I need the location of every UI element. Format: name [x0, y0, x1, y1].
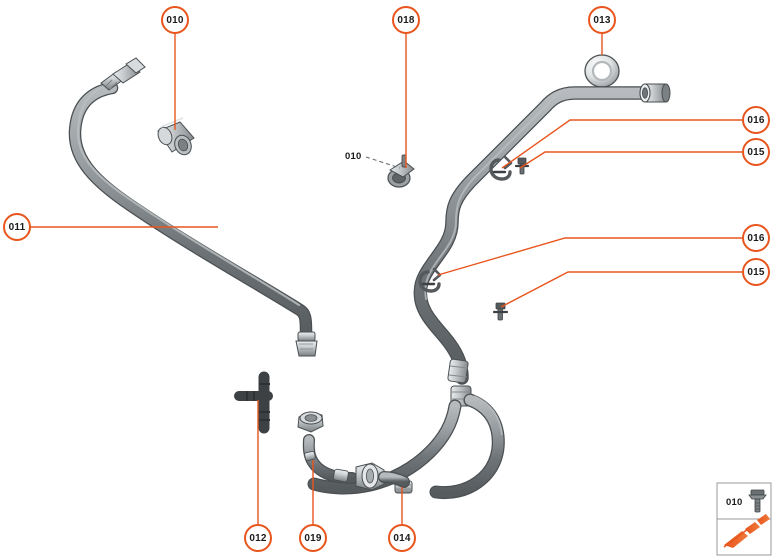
callout-label: 012	[249, 533, 267, 544]
dashed-leader-010	[365, 156, 401, 169]
callout-016-lower[interactable]: 016	[742, 224, 770, 252]
callout-016-upper[interactable]: 016	[742, 106, 770, 134]
part-011-coolant-hose-upper	[68, 57, 318, 357]
callout-011[interactable]: 011	[3, 213, 31, 241]
plain-text-labels: 010	[345, 151, 361, 162]
callout-bubble-ring	[3, 213, 31, 241]
orange-arrow-icon	[723, 514, 770, 548]
callout-label: 016	[747, 233, 765, 244]
part-015-hex-bolt-lower	[492, 302, 509, 321]
callout-bubble-ring	[588, 6, 616, 34]
callout-bubble-ring	[742, 224, 770, 252]
legend-label-bolt: 010	[726, 497, 742, 508]
callout-bubbles: 010 018 013 011 016 015 016 015 012 019 014	[3, 6, 770, 552]
dashed-leader-lines	[365, 156, 401, 169]
part-014-inline-coupler-upper	[447, 358, 469, 384]
part-016-hose-clip-upper	[489, 155, 513, 181]
leader-line-015	[500, 271, 743, 308]
callout-label: 015	[747, 267, 765, 278]
part-013-sealing-ring	[584, 54, 620, 88]
part-018-pipe-clamp	[387, 154, 415, 188]
callout-bubble-ring	[742, 138, 770, 166]
callout-015-upper[interactable]: 015	[742, 138, 770, 166]
callout-bubble-ring	[388, 524, 416, 552]
part-019-union-nut	[297, 411, 324, 433]
part-014-lower-hose-assembly	[307, 83, 671, 500]
part-011-hose-nut	[100, 57, 146, 91]
callout-014[interactable]: 014	[388, 524, 416, 552]
callout-label: 011	[9, 222, 26, 233]
callout-label: 014	[393, 533, 411, 544]
callout-015-lower[interactable]: 015	[742, 258, 770, 286]
label-010-dashed: 010	[345, 151, 361, 162]
part-014-pipe-open-end	[639, 83, 671, 103]
callout-bubble-ring	[742, 106, 770, 134]
part-011-hose-end-fitting	[295, 331, 318, 357]
callout-010-top[interactable]: 010	[161, 6, 189, 34]
callout-bubble-ring	[161, 6, 189, 34]
callout-013[interactable]: 013	[588, 6, 616, 34]
callout-bubble-ring	[244, 524, 272, 552]
callout-bubble-ring	[299, 524, 327, 552]
callout-bubble-ring	[742, 258, 770, 286]
callout-label: 015	[747, 147, 765, 158]
callout-label: 019	[304, 533, 322, 544]
part-019-hose-elbow-fitting	[297, 411, 410, 491]
callout-leader-lines	[30, 33, 743, 525]
callout-label: 013	[593, 15, 611, 26]
leader-line-015	[519, 151, 743, 169]
bolt-icon	[748, 489, 767, 513]
part-012-tee-connector	[234, 371, 273, 434]
callout-018[interactable]: 018	[392, 6, 420, 34]
legend-panel: 010	[716, 482, 772, 556]
callout-label: 010	[166, 15, 184, 26]
callout-012[interactable]: 012	[244, 524, 272, 552]
leader-line-016	[437, 237, 743, 276]
callout-label: 018	[397, 15, 415, 26]
part-019-inline-valve	[355, 462, 385, 491]
callout-label: 016	[747, 115, 765, 126]
part-010-sleeve-coupling	[157, 117, 195, 156]
callout-019[interactable]: 019	[299, 524, 327, 552]
callout-bubble-ring	[392, 6, 420, 34]
leader-line-016	[501, 119, 743, 169]
